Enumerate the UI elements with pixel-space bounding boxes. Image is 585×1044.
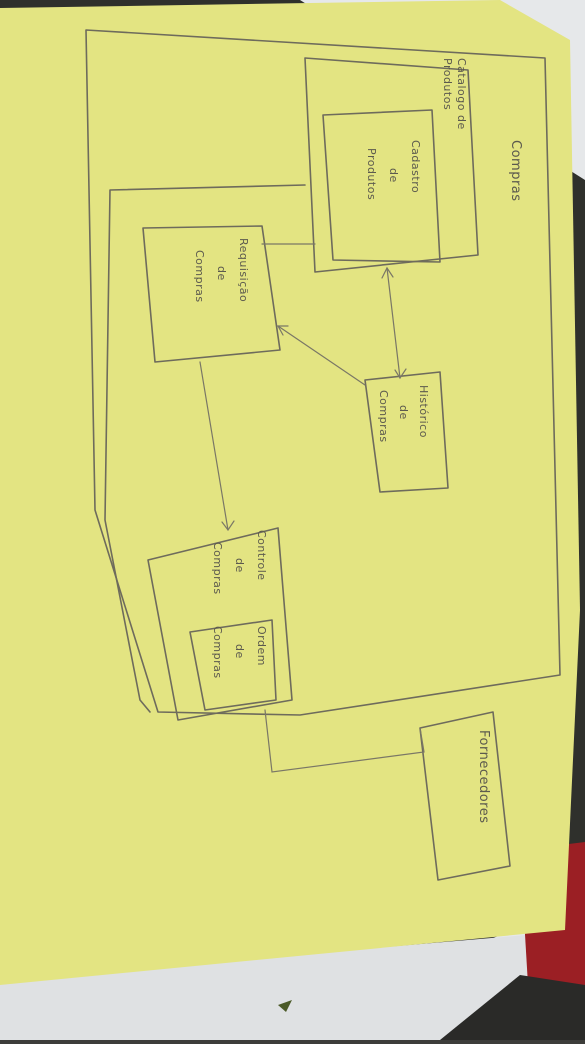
system-boundary bbox=[85, 29, 561, 716]
cadastro-line-1: Cadastro bbox=[409, 140, 422, 193]
ordem-line-1: Ordem bbox=[255, 626, 268, 666]
catalogo-box bbox=[304, 57, 479, 273]
ordem-label: Ordem de Compras bbox=[211, 626, 268, 679]
arrowhead-historico bbox=[394, 368, 407, 380]
connector-requisicao-controle bbox=[199, 361, 229, 531]
arrowhead-controle bbox=[221, 520, 235, 532]
fornecedores-box bbox=[419, 711, 511, 881]
dark-object bbox=[440, 975, 585, 1040]
yellow-paper bbox=[0, 0, 580, 985]
historico-box bbox=[364, 371, 449, 493]
requisicao-line-2: de bbox=[215, 266, 228, 281]
ordem-box bbox=[189, 619, 277, 711]
requisicao-label: Requisição de Compras bbox=[193, 238, 250, 303]
connector-cadastro-historico bbox=[386, 267, 401, 379]
cadastro-line-2: de bbox=[387, 168, 400, 183]
historico-line-3: Compras bbox=[377, 390, 390, 443]
controle-box bbox=[147, 527, 293, 721]
historico-line-1: Histórico bbox=[417, 385, 430, 438]
ordem-line-2: de bbox=[233, 644, 246, 659]
ordem-line-3: Compras bbox=[211, 626, 224, 679]
arrowhead-requisicao bbox=[276, 325, 289, 336]
requisicao-line-3: Compras bbox=[193, 250, 206, 303]
catalogo-label: Catalogo de Produtos bbox=[441, 58, 468, 130]
arrowhead-cadastro bbox=[381, 266, 394, 279]
historico-label: Histórico de Compras bbox=[377, 385, 430, 443]
fornecedores-label: Fornecedores bbox=[476, 730, 491, 824]
small-mark bbox=[278, 1000, 292, 1012]
cadastro-label: Cadastro de Produtos bbox=[365, 140, 422, 200]
connector-historico-requisicao bbox=[277, 325, 366, 386]
system-label: Compras bbox=[508, 140, 523, 202]
inner-boundary bbox=[104, 184, 306, 713]
historico-line-2: de bbox=[397, 405, 410, 420]
controle-line-2: de bbox=[233, 558, 246, 573]
requisicao-box bbox=[142, 225, 281, 363]
connector-controle-fornecedores bbox=[264, 709, 425, 773]
controle-line-1: Controle bbox=[255, 530, 268, 581]
cadastro-box bbox=[322, 109, 441, 263]
controle-line-3: Compras bbox=[211, 542, 224, 595]
catalogo-line-2: Produtos bbox=[441, 58, 454, 110]
cadastro-line-3: Produtos bbox=[365, 148, 378, 200]
catalogo-line-1: Catalogo de bbox=[455, 58, 468, 130]
controle-label: Controle de Compras bbox=[211, 530, 268, 595]
requisicao-line-1: Requisição bbox=[237, 238, 250, 302]
desk-surface-bottom bbox=[0, 930, 585, 1040]
